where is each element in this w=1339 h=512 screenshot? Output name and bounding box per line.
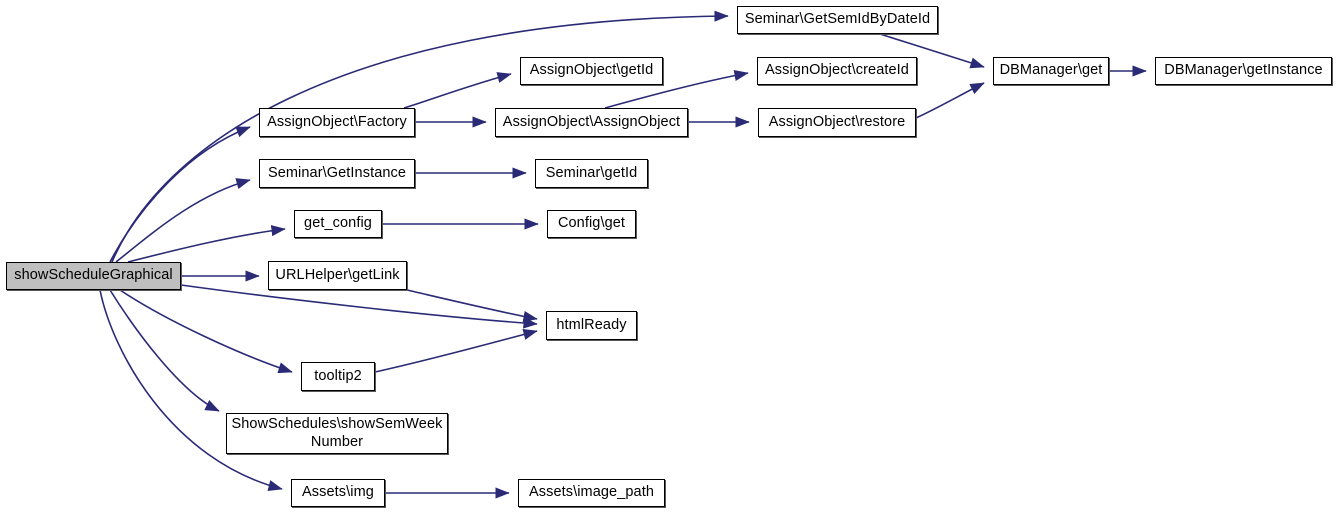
node-AssignObjectgetId[interactable]: AssignObject\getId xyxy=(520,57,663,85)
edge-AssignObjectFactory-to-AssignObjectgetId xyxy=(403,72,512,109)
edge-showScheduleGraphical-to-AssignObjectFactory xyxy=(109,126,251,263)
node-AssignObjectAssignObject[interactable]: AssignObject\AssignObject xyxy=(495,108,688,137)
node-SeminargetId[interactable]: Seminar\getId xyxy=(535,159,648,188)
node-AssignObjectcreateId[interactable]: AssignObject\createId xyxy=(757,57,917,85)
edge-AssignObjectrestore-to-DBManagerget xyxy=(915,82,985,119)
edge-showScheduleGraphical-to-Assetsimg xyxy=(99,289,283,492)
node-SeminarGetSemIdByDateId[interactable]: Seminar\GetSemIdByDateId xyxy=(737,6,938,34)
node-Configget[interactable]: Config\get xyxy=(547,210,636,238)
edge-showScheduleGraphical-to-SeminarGetInstance xyxy=(115,178,251,263)
edge-showScheduleGraphical-to-ShowSchedulesshowSemWeekNumber xyxy=(109,289,220,412)
node-URLHelpergetLink[interactable]: URLHelper\getLink xyxy=(268,261,407,290)
node-AssignObjectFactory[interactable]: AssignObject\Factory xyxy=(259,108,415,137)
edge-showScheduleGraphical-to-htmlReady xyxy=(180,284,538,329)
node-DBManagergetInstance[interactable]: DBManager\getInstance xyxy=(1155,57,1332,85)
edge-URLHelpergetLink-to-htmlReady xyxy=(406,289,538,322)
node-Assetsimage_path[interactable]: Assets\image_path xyxy=(518,479,665,507)
node-DBManagerget[interactable]: DBManager\get xyxy=(993,57,1109,85)
node-SeminarGetInstance[interactable]: Seminar\GetInstance xyxy=(259,159,415,188)
node-Assetsimg[interactable]: Assets\img xyxy=(291,479,385,507)
node-showScheduleGraphical[interactable]: showScheduleGraphical xyxy=(6,262,181,290)
node-AssignObjectrestore[interactable]: AssignObject\restore xyxy=(758,108,916,137)
node-ShowSchedulesshowSemWeekNumber[interactable]: ShowSchedules\showSemWeek Number xyxy=(226,413,448,454)
edge-showScheduleGraphical-to-get_config xyxy=(127,225,286,263)
node-htmlReady[interactable]: htmlReady xyxy=(546,311,637,340)
node-tooltip2[interactable]: tooltip2 xyxy=(301,362,375,391)
edge-showScheduleGraphical-to-tooltip2 xyxy=(119,289,293,374)
edge-tooltip2-to-htmlReady xyxy=(374,329,538,373)
node-get_config[interactable]: get_config xyxy=(294,210,382,238)
